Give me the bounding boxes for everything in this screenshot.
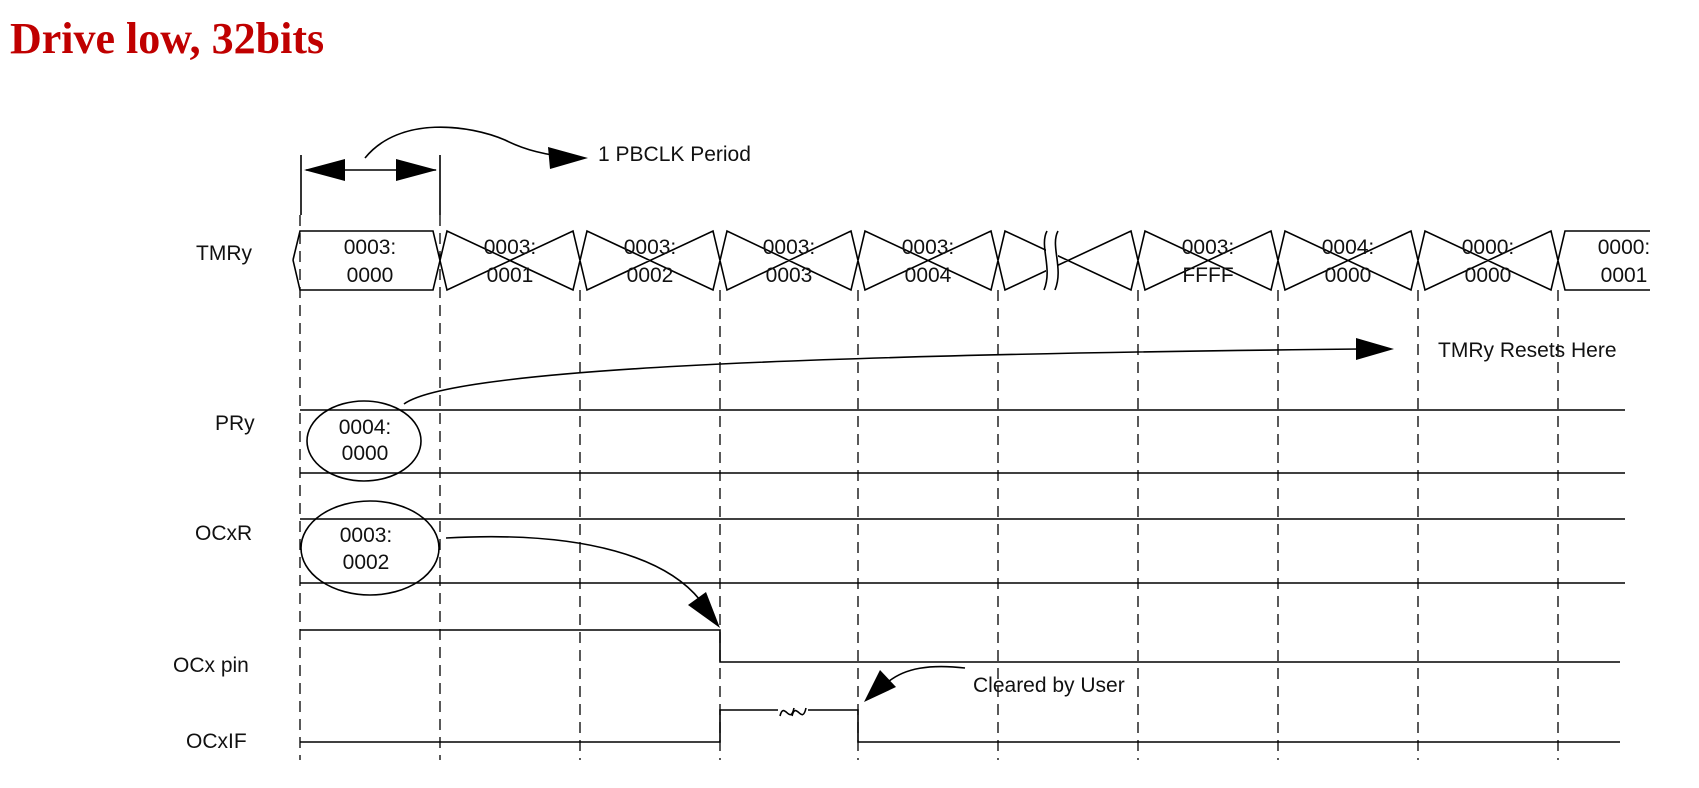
tmry-value-bottom: 0001 bbox=[1601, 264, 1648, 287]
tmry-value-bottom: 0000 bbox=[1325, 264, 1372, 287]
ocxif-trace bbox=[300, 707, 1620, 743]
cleared-arrow bbox=[864, 665, 966, 702]
pry-value-top: 0004: bbox=[339, 416, 392, 439]
pry-signal-label: PRy bbox=[215, 412, 255, 435]
tmry-reset-label: TMRy Resets Here bbox=[1438, 339, 1617, 362]
tmry-value-top: 0003: bbox=[624, 236, 677, 259]
tmry-value-top: 0004: bbox=[1322, 236, 1375, 259]
tmry-value-bottom: 0002 bbox=[627, 264, 674, 287]
tmry-value-top: 0000: bbox=[1598, 236, 1651, 259]
ocxr-trace bbox=[300, 500, 1625, 596]
tmry-value-top: 0003: bbox=[763, 236, 816, 259]
tmry-value-bottom: 0001 bbox=[487, 264, 534, 287]
pry-trace bbox=[300, 400, 1625, 482]
ocxr-signal-label: OCxR bbox=[195, 522, 252, 545]
tmry-value-bottom: 0004 bbox=[905, 264, 952, 287]
pry-value-circle bbox=[306, 400, 422, 482]
pbclk-period-label: 1 PBCLK Period bbox=[598, 143, 751, 166]
tmry-value-top: 0003: bbox=[344, 236, 397, 259]
ocxr-value-top: 0003: bbox=[340, 524, 393, 547]
ocxr-value-bottom: 0002 bbox=[343, 551, 390, 574]
ocx-pin-trace bbox=[300, 629, 1620, 663]
reset-arrow bbox=[403, 338, 1394, 405]
compare-match-arrow bbox=[445, 535, 720, 628]
tmry-value-top: 0000: bbox=[1462, 236, 1515, 259]
tmry-value-bottom: 0003 bbox=[766, 264, 813, 287]
page-title: Drive low, 32bits bbox=[10, 14, 325, 63]
ocx-pin-signal-label: OCx pin bbox=[173, 654, 249, 677]
ocxr-value-circle bbox=[300, 500, 440, 596]
tmry-signal-label: TMRy bbox=[196, 242, 252, 265]
tmry-value-top: 0003: bbox=[902, 236, 955, 259]
tmry-value-top: 0003: bbox=[1182, 236, 1235, 259]
cleared-by-user-label: Cleared by User bbox=[973, 674, 1125, 697]
ocxif-signal-label: OCxIF bbox=[186, 730, 247, 753]
tmry-value-top: 0003: bbox=[484, 236, 537, 259]
tmry-values: 0003: 0000 0003: 0001 0003: 0002 0003: 0003 0003… bbox=[344, 236, 1651, 287]
clock-boundary-lines bbox=[299, 215, 1559, 760]
pry-value-bottom: 0000 bbox=[342, 442, 389, 465]
pbclk-period-marker bbox=[300, 126, 588, 215]
tmry-value-bottom: FFFF bbox=[1182, 264, 1233, 287]
tmry-value-bottom: 0000 bbox=[1465, 264, 1512, 287]
tmry-value-bottom: 0000 bbox=[347, 264, 394, 287]
tmry-bus bbox=[292, 229, 1650, 292]
